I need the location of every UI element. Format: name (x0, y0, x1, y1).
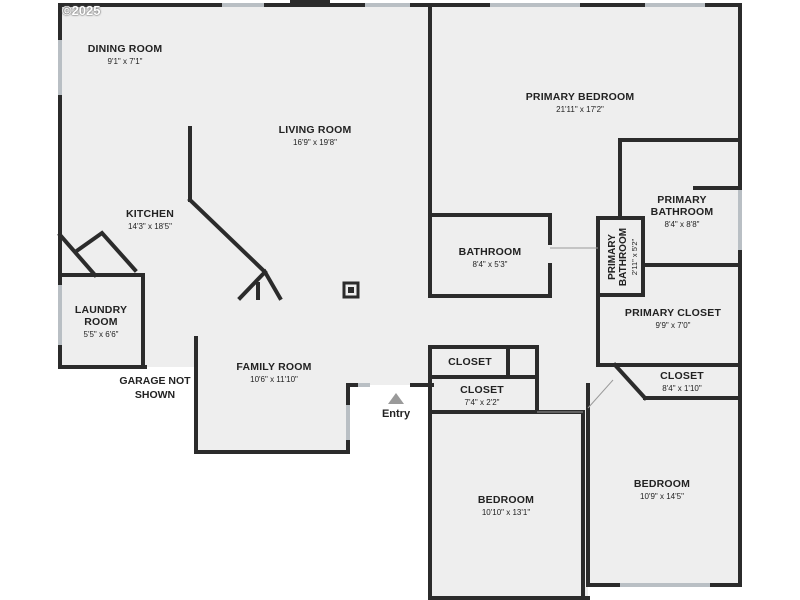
room-name: KITCHEN (125, 208, 175, 220)
room-label-closet-a: CLOSET (448, 356, 492, 368)
window-10 (358, 383, 370, 387)
room-label-dining: DINING ROOM 9'1" x 7'1" (88, 43, 163, 66)
room-dimensions: 8'4" x 1'10" (662, 384, 702, 393)
room-name-line2: ROOM (84, 316, 118, 328)
room-dimensions: 9'9" x 7'0" (655, 321, 691, 330)
room-label-primary-bathroom: PRIMARY BATHROOM 8'4" x 8'8" (651, 194, 714, 229)
room-name: PRIMARY CLOSET (624, 307, 722, 319)
window-7 (346, 405, 350, 440)
room-name-line2: BATHROOM (618, 227, 629, 287)
wall-small-bath (596, 216, 645, 297)
room-name: CLOSET (448, 356, 492, 368)
room-label-laundry: LAUNDRY ROOM 5'5" x 6'6" (75, 304, 127, 339)
room-label-closet-c: CLOSET 8'4" x 1'10" (660, 370, 704, 393)
room-label-primary-closet: PRIMARY CLOSET 9'9" x 7'0" (625, 307, 721, 330)
room-label-bedroom-b: BEDROOM 10'9" x 14'5" (634, 478, 690, 501)
room-name: BEDROOM (477, 494, 535, 506)
floor-areas (60, 5, 740, 598)
wall-kitchen-angle (57, 232, 98, 278)
column-post-core (348, 287, 354, 293)
entry-arrow-icon (388, 393, 404, 404)
room-dimensions: 21'11" x 17'2" (556, 105, 604, 114)
door-lines (537, 247, 614, 413)
window-9 (620, 583, 710, 587)
room-label-bathroom: BATHROOM 8'4" x 5'3" (459, 246, 522, 269)
window-5 (58, 40, 62, 95)
room-name-line1: PRIMARY (657, 194, 707, 206)
room-dimensions: 5'5" x 6'6" (83, 330, 119, 339)
room-dimensions: 16'9" x 19'8" (293, 138, 337, 147)
room-label-family: FAMILY ROOM 10'6" x 11'10" (236, 361, 311, 384)
window-3 (490, 3, 580, 7)
room-dimensions: 10'10" x 13'1" (481, 508, 531, 517)
main-floor (60, 5, 740, 598)
room-dimensions: 8'4" x 8'8" (664, 220, 700, 229)
windows (58, 3, 742, 587)
room-name: DINING ROOM (87, 43, 163, 55)
room-name: LIVING ROOM (278, 124, 352, 136)
column-post (342, 281, 360, 299)
room-name-line1: PRIMARY (607, 234, 618, 280)
window-1 (222, 3, 264, 7)
room-name: BATHROOM (458, 246, 522, 258)
door-bedroom-b (587, 379, 614, 409)
room-name: PRIMARY BEDROOM (525, 91, 635, 103)
wall-closet-c-angle (612, 362, 648, 401)
room-name: CLOSET (460, 384, 504, 396)
room-dimensions: 14'3" x 18'5" (128, 222, 172, 231)
window-6 (58, 285, 62, 345)
room-label-closet-b: CLOSET 7'4" x 2'2" (460, 384, 504, 407)
room-dimensions: 10'6" x 11'10" (250, 375, 298, 384)
copyright-mark: ©2025 (62, 3, 101, 18)
room-name-line2: BATHROOM (650, 206, 714, 218)
room-name: CLOSET (660, 370, 704, 382)
room-label-primary-bedroom: PRIMARY BEDROOM 21'11" x 17'2" (526, 91, 635, 114)
garage-note-line2: SHOWN (134, 389, 176, 401)
garage-note-line1: GARAGE NOT (119, 375, 191, 387)
window-2 (365, 3, 410, 7)
window-4 (645, 3, 705, 7)
walls (57, 3, 742, 600)
room-label-living: LIVING ROOM 16'9" x 19'8" (279, 124, 352, 147)
top-edge-mark (290, 0, 330, 4)
room-dimensions: 7'4" x 2'2" (464, 398, 500, 407)
wall-closet-a (428, 345, 539, 379)
entry-label: Entry (381, 408, 411, 420)
room-dimensions: 8'4" x 5'3" (472, 260, 508, 269)
wall-partition-angle (187, 197, 268, 275)
room-label-primary-bathroom-small: PRIMARY BATHROOM 2'11" x 5'2" (607, 221, 639, 293)
room-label-bedroom-a: BEDROOM 10'10" x 13'1" (478, 494, 534, 517)
room-dimensions: 2'11" x 5'2" (630, 238, 639, 276)
garage-note: GARAGE NOT SHOWN (119, 374, 190, 402)
window-8 (738, 190, 742, 250)
room-label-kitchen: KITCHEN 14'3" x 18'5" (126, 208, 174, 231)
wall-fireplace (237, 268, 283, 301)
room-dimensions: 10'9" x 14'5" (640, 492, 684, 501)
room-dimensions: 9'1" x 7'1" (107, 57, 143, 66)
wall-pantry (75, 230, 138, 273)
room-name: BEDROOM (633, 478, 691, 490)
room-name-line1: LAUNDRY (74, 304, 128, 316)
room-name: FAMILY ROOM (236, 361, 312, 373)
